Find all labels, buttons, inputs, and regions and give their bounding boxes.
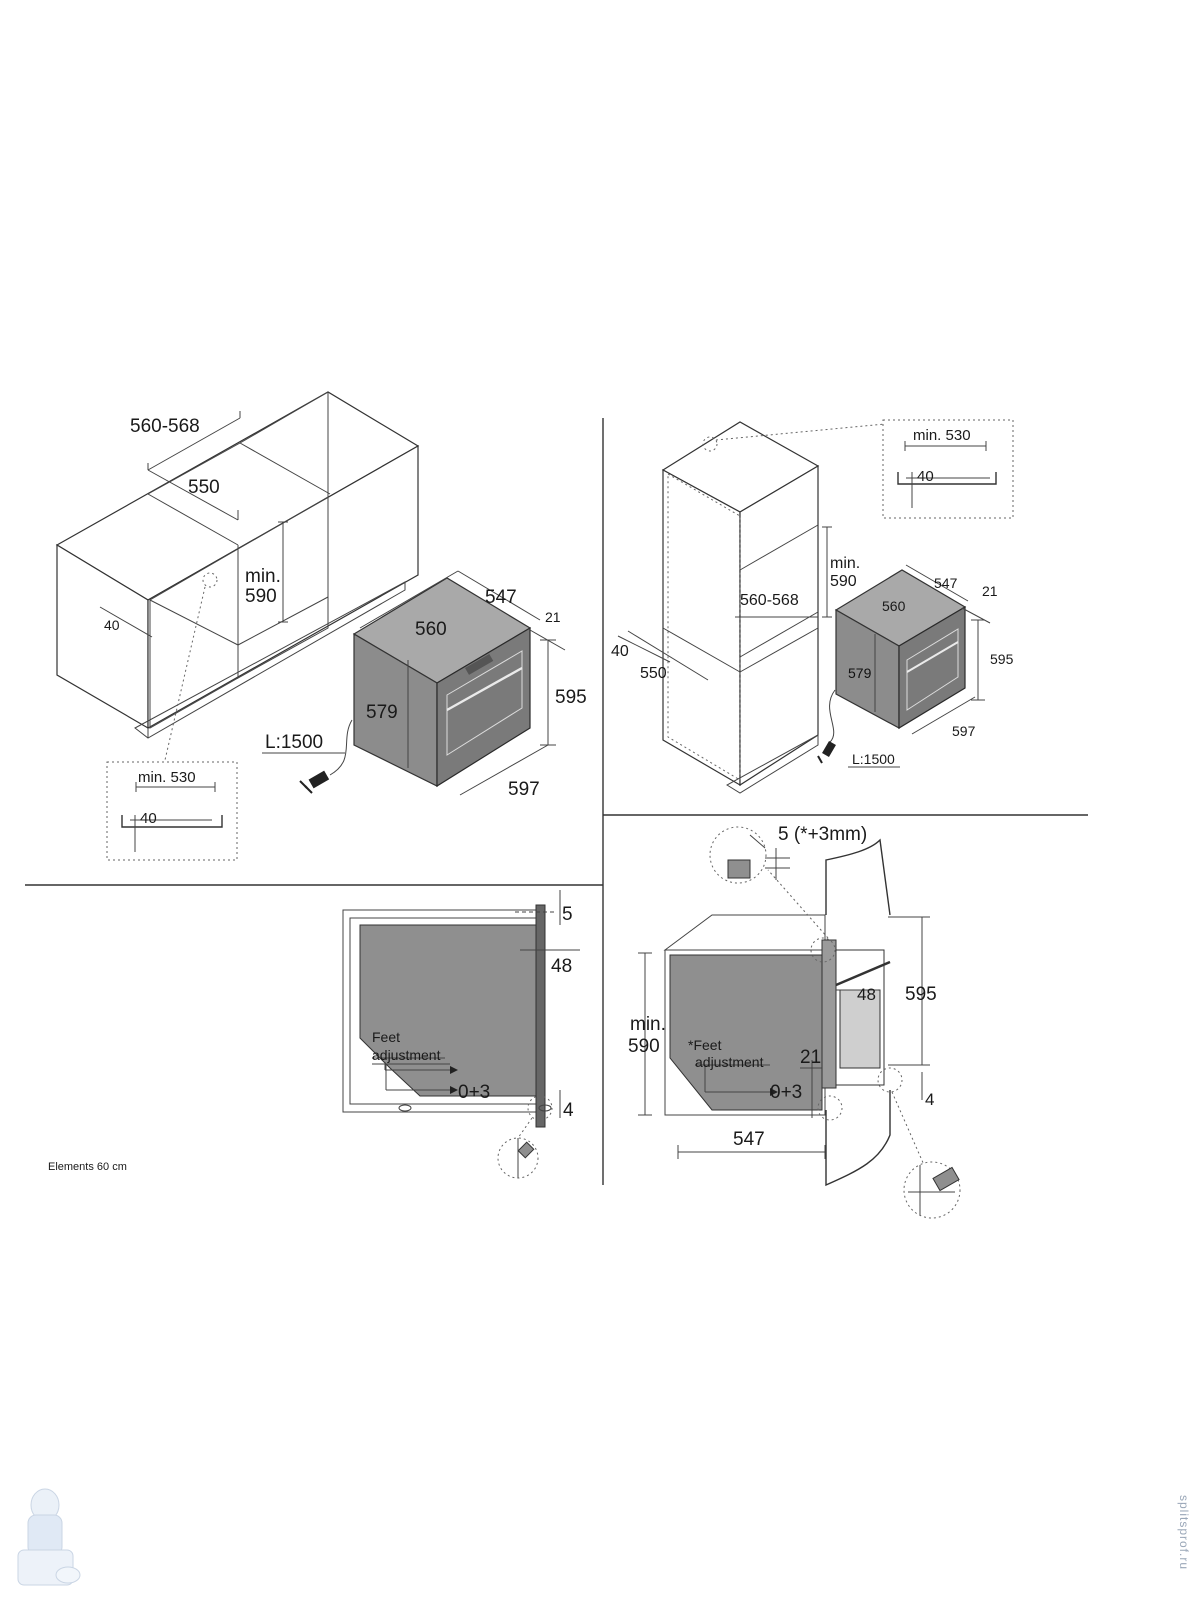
oven-width-bottom: 597 xyxy=(508,779,540,800)
detail-min-depth: min. 530 xyxy=(138,769,196,786)
oven-depth: 547 xyxy=(934,575,958,591)
gap-top: 5 (*+3mm) xyxy=(778,824,867,845)
oven-height-left: 579 xyxy=(848,665,872,681)
oven-depth: 547 xyxy=(485,587,517,608)
dimension-lines xyxy=(99,411,288,761)
dim-inner-width: 550 xyxy=(640,665,667,682)
cable-length: L:1500 xyxy=(265,732,323,753)
panel-top-left: 560-568 550 min. 590 40 min. 530 40 xyxy=(55,391,587,861)
oven-height-left: 579 xyxy=(366,702,398,723)
detail-offset: 40 xyxy=(140,810,157,827)
oven-front: 21 xyxy=(545,609,561,625)
footer-caption: Elements 60 cm xyxy=(48,1161,127,1173)
depth: 547 xyxy=(733,1129,765,1150)
adjustment-label: adjustment xyxy=(695,1054,764,1070)
tall-cabinet-drawing xyxy=(661,421,886,794)
dim-inner-width: 550 xyxy=(188,477,220,498)
plug-icon xyxy=(299,770,330,794)
dim-niche-width: 560-568 xyxy=(130,416,200,437)
dim-min-height: 590 xyxy=(628,1036,660,1057)
mascot-plumber-icon xyxy=(17,1488,81,1586)
door-thickness: 48 xyxy=(551,956,572,977)
detail-circle xyxy=(497,1137,539,1179)
detail-box: min. 530 40 xyxy=(106,761,238,861)
detail-circle-top xyxy=(709,826,790,884)
feet-label: Feet xyxy=(372,1029,400,1045)
dim-min-label: min. xyxy=(630,1014,666,1035)
detail-min-depth: min. 530 xyxy=(913,427,971,444)
oven-width-top: 560 xyxy=(415,619,447,640)
oven-drawing xyxy=(352,577,532,788)
dim-min-label: min. xyxy=(245,566,281,587)
oven-front: 21 xyxy=(982,583,998,599)
dim-depth-offset: 40 xyxy=(611,643,629,660)
front-thickness: 21 xyxy=(800,1047,821,1068)
panel-bottom-left: 5 48 4 0+3 Feet adjustment xyxy=(342,890,580,1179)
gap-top: 5 xyxy=(562,904,573,925)
oven-dimension-lines xyxy=(829,564,991,743)
oven-drawing xyxy=(834,569,967,730)
panel-bottom-right: 5 (*+3mm) 48 595 4 min. 590 21 0+3 547 *… xyxy=(628,824,961,1219)
oven-height-right: 595 xyxy=(990,651,1014,667)
section-drawing xyxy=(663,826,961,1219)
detail-box: min. 530 40 xyxy=(882,419,1014,519)
detail-offset: 40 xyxy=(917,468,934,485)
panel-dividers xyxy=(25,418,1088,1185)
dimension-lines xyxy=(638,916,930,1159)
dimension-lines xyxy=(617,526,832,681)
oven-width-bottom: 597 xyxy=(952,723,976,739)
adjustment-label: adjustment xyxy=(372,1047,441,1063)
gap-bottom: 4 xyxy=(925,1090,934,1109)
detail-circle-bottom xyxy=(903,1161,961,1219)
dim-depth-offset: 40 xyxy=(104,617,120,633)
feet-range: 0+3 xyxy=(770,1082,802,1103)
panel-top-right: min. 590 560-568 40 550 min. 530 40 xyxy=(611,419,1014,794)
feet-label: *Feet xyxy=(688,1037,722,1053)
oven-width-top: 560 xyxy=(882,598,906,614)
cable-length: L:1500 xyxy=(852,751,895,767)
section-drawing xyxy=(342,890,580,1179)
oven-height: 595 xyxy=(905,984,937,1005)
door-thickness: 48 xyxy=(857,985,876,1004)
dim-min-height: 590 xyxy=(830,573,857,590)
oven-height-right: 595 xyxy=(555,687,587,708)
dim-min-height: 590 xyxy=(245,586,277,607)
oven-dimension-lines xyxy=(329,570,566,796)
feet-range: 0+3 xyxy=(458,1082,490,1103)
plug-icon xyxy=(817,740,836,764)
dim-min-label: min. xyxy=(830,555,860,572)
watermark-text: splitsprof.ru xyxy=(1177,1495,1191,1570)
dim-niche-width: 560-568 xyxy=(740,592,799,609)
gap-bottom: 4 xyxy=(563,1100,574,1121)
